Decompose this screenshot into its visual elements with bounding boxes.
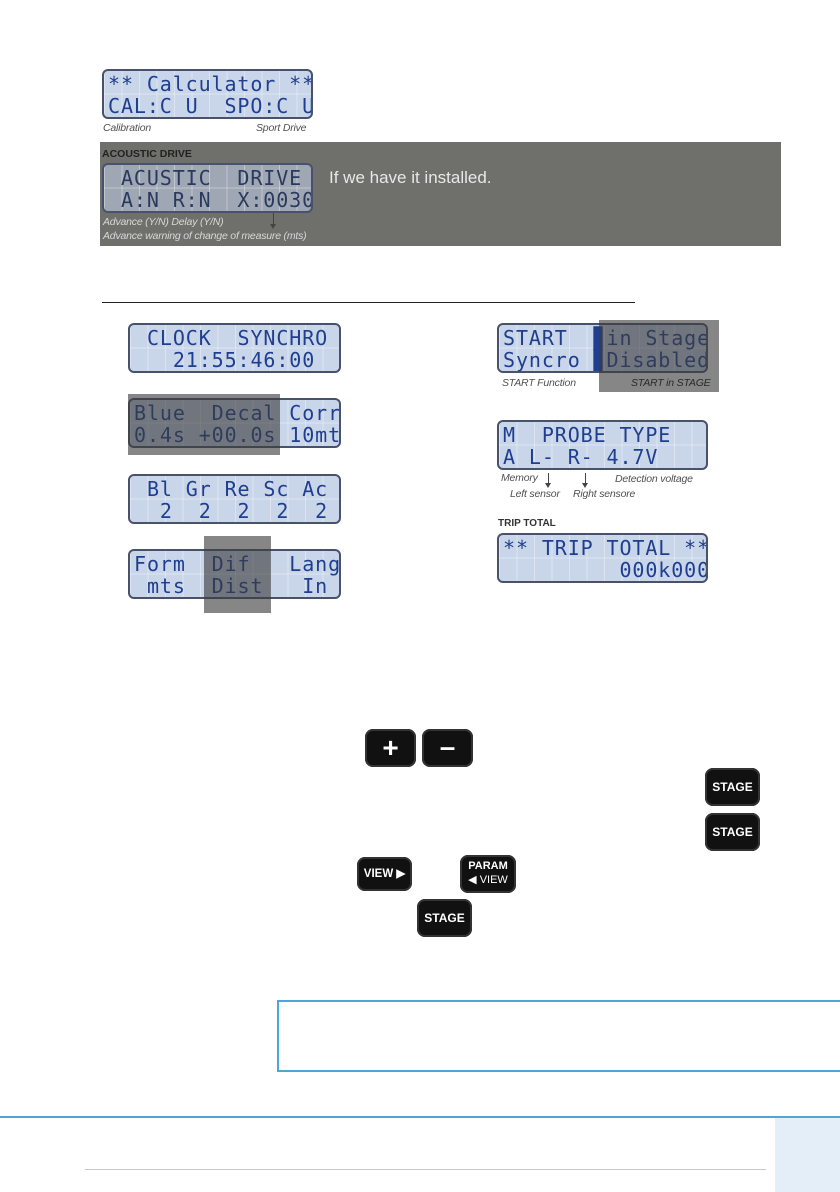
trip-lcd-line1: ** TRIP TOTAL ** [503, 536, 708, 560]
stage-key-1[interactable]: STAGE [705, 768, 760, 806]
trip-lcd-line2: 000k000 [503, 558, 708, 582]
calculator-lcd: ** Calculator ** CAL:C U SPO:C U [102, 69, 313, 119]
param-key-top-label: PARAM [468, 860, 508, 872]
stage-key-2[interactable]: STAGE [705, 813, 760, 851]
calculator-lcd-line1: ** Calculator ** [108, 72, 313, 96]
colors-lcd-line1: Bl Gr Re Sc Ac [134, 477, 341, 501]
measure-arrow-icon [270, 213, 276, 229]
right-sensor-caption: Right sensore [573, 488, 636, 500]
start-function-caption: START Function [502, 377, 576, 389]
left-sensor-arrow-icon [545, 473, 551, 488]
footer-thin-line [85, 1169, 766, 1170]
plus-key[interactable]: + [365, 729, 416, 767]
left-sensor-caption: Left sensor [510, 488, 560, 500]
trip-total-lcd: ** TRIP TOTAL ** 000k000 [497, 533, 708, 583]
dif-dist-highlight [204, 536, 271, 613]
param-key-bottom-label: ◀ VIEW [468, 874, 508, 886]
calculator-lcd-line2: CAL:C U SPO:C U [108, 94, 313, 118]
acoustic-drive-heading: ACOUSTIC DRIVE [102, 148, 192, 160]
acoustic-lcd: ACUSTIC DRIVE A:N R:N X:0030 [102, 163, 313, 213]
acoustic-caption-line2: Advance warning of change of measure (mt… [103, 230, 307, 242]
note-box [277, 1000, 840, 1072]
right-sensor-arrow-icon [582, 473, 588, 488]
colors-lcd-line2: 2 2 2 2 2 [134, 499, 341, 523]
memory-caption: Memory [501, 472, 538, 484]
probe-lcd: M PROBE TYPE A L- R- 4.7V [497, 420, 708, 470]
acoustic-note: If we have it installed. [329, 168, 492, 187]
param-view-key[interactable]: PARAM ◀ VIEW [460, 855, 516, 893]
probe-lcd-line2: A L- R- 4.7V [503, 445, 708, 469]
colors-lcd: Bl Gr Re Sc Ac 2 2 2 2 2 [128, 474, 341, 524]
sport-drive-caption: Sport Drive [256, 122, 307, 134]
clock-lcd-line2: 21:55:46:00 [134, 348, 341, 372]
acoustic-lcd-line1: ACUSTIC DRIVE [108, 166, 313, 190]
calibration-caption: Calibration [103, 122, 151, 134]
clock-lcd: CLOCK SYNCHRO 21:55:46:00 [128, 323, 341, 373]
footer-page-tab [775, 1118, 840, 1192]
stage-key-3[interactable]: STAGE [417, 899, 472, 937]
footer-rule [0, 1116, 840, 1118]
minus-key[interactable]: – [422, 729, 473, 767]
clock-lcd-line1: CLOCK SYNCHRO [134, 326, 341, 350]
acoustic-lcd-line2: A:N R:N X:0030 [108, 188, 313, 212]
blue-decal-highlight [128, 394, 280, 455]
start-in-stage-caption: START in STAGE [631, 377, 711, 389]
probe-lcd-line1: M PROBE TYPE [503, 423, 708, 447]
acoustic-caption-line1: Advance (Y/N) Delay (Y/N) [103, 216, 224, 228]
view-key[interactable]: VIEW ▶ [357, 857, 412, 891]
trip-total-heading: TRIP TOTAL [498, 518, 556, 529]
detection-voltage-caption: Detection voltage [615, 473, 693, 485]
start-in-stage-highlight [599, 320, 719, 392]
section-divider [102, 302, 635, 303]
